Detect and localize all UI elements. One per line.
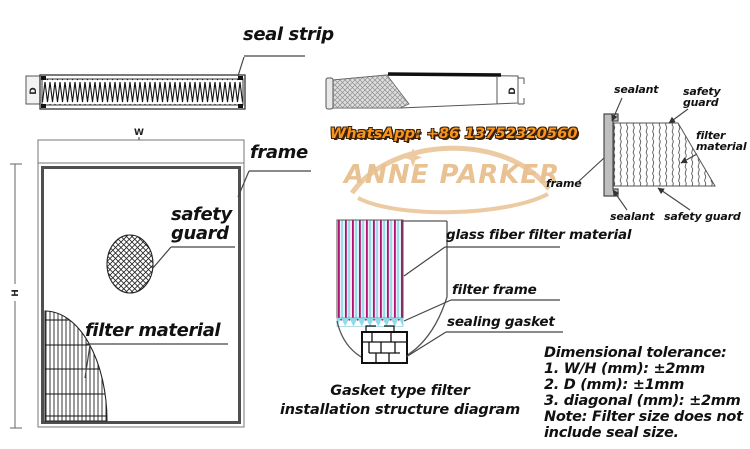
filter-material-right-line2: material	[696, 140, 747, 153]
sealing-gasket-block	[361, 331, 408, 364]
safety-guard-bottom-label: safety guard	[664, 210, 741, 223]
diagram-caption: Gasket type filter installation structur…	[268, 382, 532, 420]
safety-guard-label: safety guard	[171, 204, 232, 244]
seal-strip-drawing: D	[25, 55, 305, 110]
safety-guard-top-line1: safety	[683, 85, 721, 98]
tolerance-item: 3. diagonal (mm): ±2mm	[544, 393, 741, 409]
safety-guard-top-label: safety guard	[683, 85, 721, 109]
side-depth-dim: D	[508, 87, 518, 94]
diagram-caption-line2: installation structure diagram	[279, 402, 521, 418]
safety-guard-label-line1: safety	[171, 204, 232, 225]
filter-side-view-drawing: D	[325, 72, 525, 110]
sparkle-icon	[404, 148, 422, 167]
filter-frame-label: filter frame	[452, 282, 537, 298]
filter-material-right-line1: filter	[696, 129, 726, 142]
tolerance-note: Dimensional tolerance: 1. W/H (mm): ±2mm…	[544, 345, 743, 441]
installation-diagram-drawing	[336, 219, 563, 364]
sealing-gasket-label: sealing gasket	[447, 314, 555, 330]
tolerance-item: 1. W/H (mm): ±2mm	[544, 361, 705, 377]
filter-material-label: filter material	[85, 320, 221, 341]
tolerance-note-line1: Note: Filter size does not	[544, 409, 743, 425]
tolerance-item: 2. D (mm): ±1mm	[544, 377, 685, 393]
diagram-caption-line1: Gasket type filter	[330, 383, 470, 399]
brand-logo-swoosh	[349, 145, 551, 215]
width-dim: W	[134, 128, 144, 138]
safety-guard-label-line2: guard	[171, 222, 229, 244]
height-dim: H	[11, 289, 21, 297]
seal-strip-label: seal strip	[243, 24, 334, 45]
sealant-bottom-label: sealant	[610, 210, 655, 223]
filter-front-view-drawing: W H	[8, 128, 311, 429]
brand-logo-text: ANNE PARKER	[344, 160, 561, 190]
section-view-drawing	[577, 97, 716, 211]
whatsapp-contact: WhatsApp: +86 13752320560	[330, 126, 578, 142]
glass-fiber-label: glass fiber filter material	[446, 227, 632, 243]
frame-label: frame	[250, 142, 308, 163]
frame-right-label: frame	[546, 177, 582, 190]
sealant-top-label: sealant	[614, 83, 659, 96]
tolerance-note-line2: include seal size.	[544, 425, 679, 441]
safety-guard-top-line2: guard	[683, 96, 719, 109]
filter-material-right-label: filter material	[696, 129, 747, 153]
tolerance-title: Dimensional tolerance:	[544, 345, 727, 361]
safety-guard-mesh	[106, 234, 154, 294]
seal-strip-depth-dim: D	[29, 87, 39, 94]
